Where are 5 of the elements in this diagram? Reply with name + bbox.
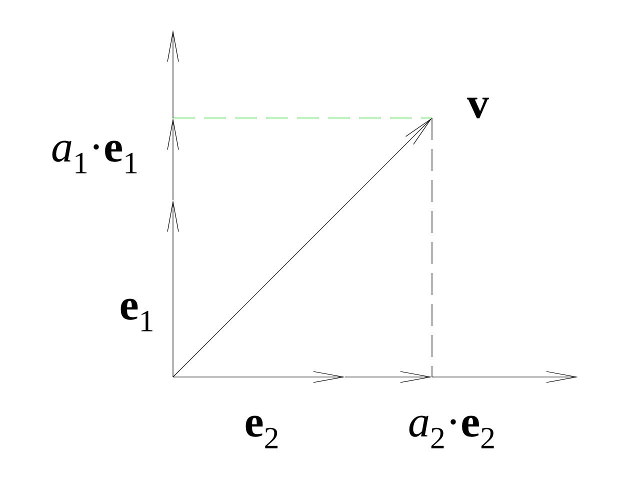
vector-label: a$_{1}$·e$_{1}$ xyxy=(52,140,137,174)
vector-label: e$_{1}$ xyxy=(120,298,152,332)
vector-label: e$_{2}$ xyxy=(246,416,278,448)
vector-label: v xyxy=(467,98,489,118)
vector-label: a$_{2}$·e$_{2}$ xyxy=(409,416,494,448)
